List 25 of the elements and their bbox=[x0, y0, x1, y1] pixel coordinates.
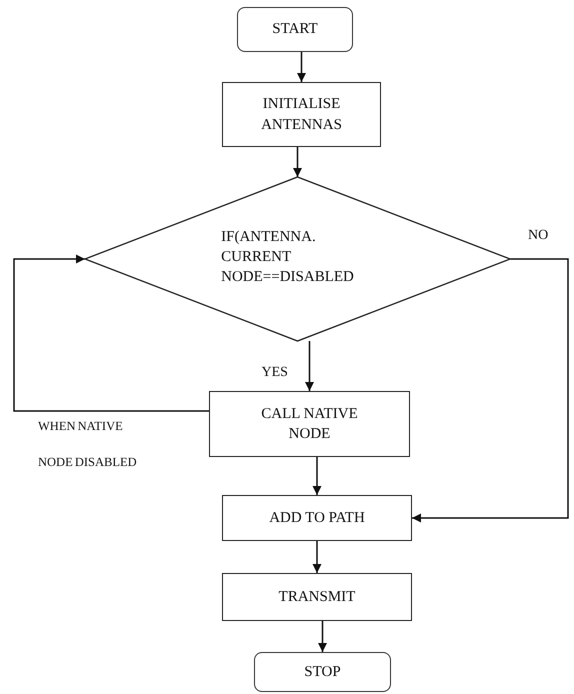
node-label: INITIALISE ANTENNAS bbox=[260, 95, 343, 134]
arrow bbox=[318, 621, 327, 652]
edge-label: NO bbox=[528, 229, 548, 243]
node-label: START bbox=[272, 20, 318, 40]
process-box bbox=[222, 573, 412, 621]
arrow bbox=[297, 52, 306, 82]
terminal-box bbox=[254, 652, 391, 692]
node-label: IF(ANTENNA. CURRENT NODE==DISABLED bbox=[221, 228, 354, 288]
decision-diamond bbox=[85, 177, 510, 341]
node-label: STOP bbox=[304, 662, 341, 682]
terminal-box bbox=[237, 7, 353, 52]
arrow bbox=[293, 147, 302, 177]
arrow bbox=[312, 541, 322, 573]
process-box bbox=[222, 82, 381, 147]
node-label: TRANSMIT bbox=[278, 588, 356, 607]
edge-label: WHEN NATIVE NODE DISABLED bbox=[38, 418, 138, 471]
process-box bbox=[209, 391, 410, 457]
node-label: CALL NATIVE NODE bbox=[260, 404, 359, 444]
arrow bbox=[412, 258, 569, 522]
node-label: ADD TO PATH bbox=[269, 508, 365, 528]
arrow bbox=[312, 457, 322, 495]
process-box bbox=[222, 495, 412, 541]
arrow bbox=[13, 254, 209, 412]
edge-label: YES bbox=[262, 366, 288, 380]
arrow bbox=[305, 341, 314, 391]
